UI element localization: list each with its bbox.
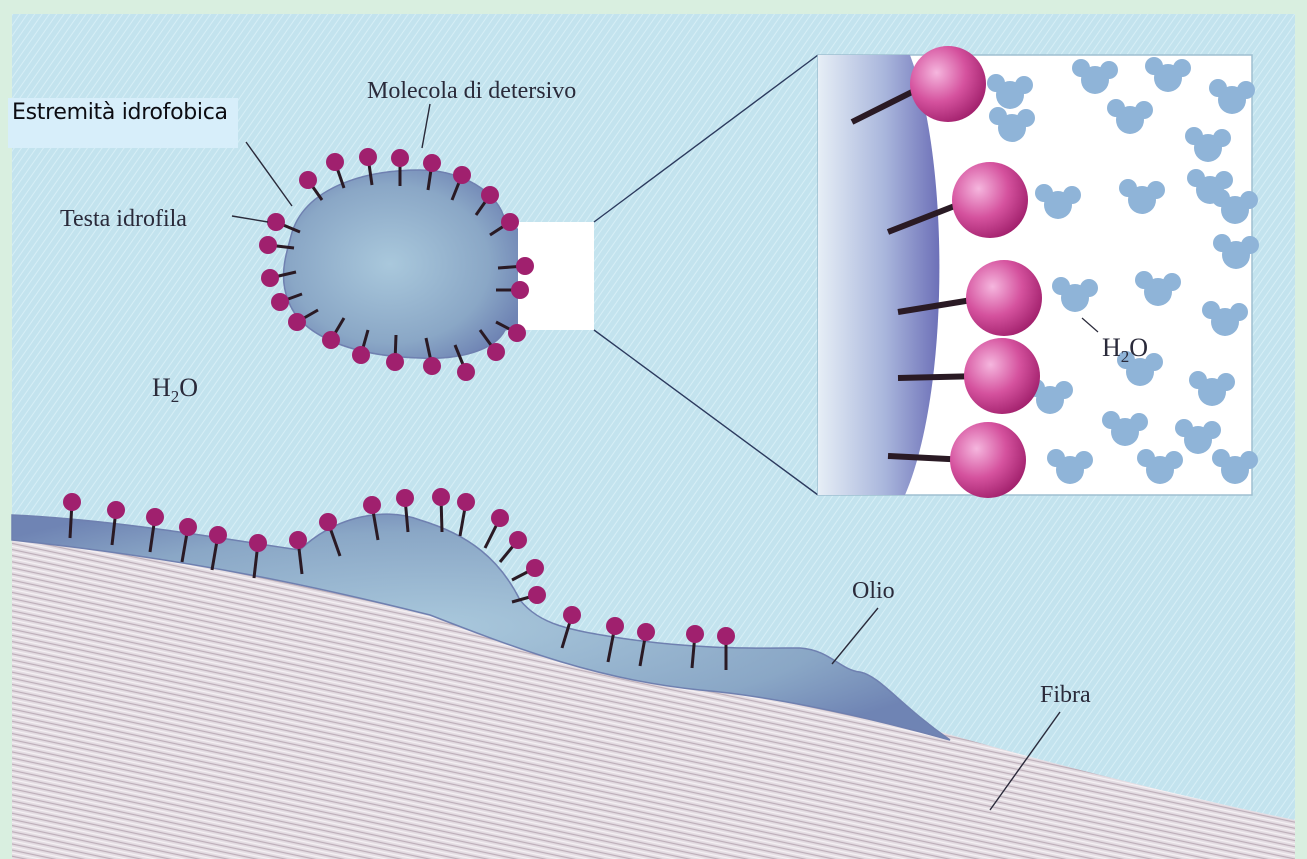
hydrophilic-head [511,281,529,299]
hydrophilic-head [249,534,267,552]
hydrophilic-head [501,213,519,231]
hydrophilic-head [964,338,1040,414]
hydrophilic-head [910,46,986,122]
hydrophilic-head [686,625,704,643]
hydrophilic-head [423,154,441,172]
hydrophilic-head [352,346,370,364]
hydrophilic-head [432,488,450,506]
hydrophilic-head [209,526,227,544]
hydrophilic-head [107,501,125,519]
hydrophilic-head [146,508,164,526]
hydrophilic-head [606,617,624,635]
hydrophilic-head [319,513,337,531]
hydrophilic-head [322,331,340,349]
label-hydrophilic-head: Testa idrofila [60,206,187,232]
hydrophilic-head [508,324,526,342]
inset-panel [818,46,1259,498]
hydrophilic-head [261,269,279,287]
hydrophilic-head [386,353,404,371]
hydrophilic-head [966,260,1042,336]
hydrophilic-head [423,357,441,375]
hydrophilic-head [271,293,289,311]
hydrophilic-head [359,148,377,166]
label-detergent-molecule: Molecola di detersivo [367,78,576,104]
hydrophilic-head [491,509,509,527]
hydrophilic-head [952,162,1028,238]
hydrophilic-head [396,489,414,507]
hydrophilic-head [453,166,471,184]
hydrophilic-head [637,623,655,641]
page-title: Estremità idrofobica [8,98,238,148]
hydrophilic-head [481,186,499,204]
label-fiber: Fibra [1040,682,1091,708]
hydrophilic-head [457,493,475,511]
hydrophilic-head [179,518,197,536]
hydrophilic-head [563,606,581,624]
hydrophilic-head [299,171,317,189]
hydrophilic-head [288,313,306,331]
hydrophilic-head [363,496,381,514]
hydrophilic-head [487,343,505,361]
hydrophilic-head [528,586,546,604]
hydrophilic-head [326,153,344,171]
hydrophilic-head [509,531,527,549]
zoom-region [518,222,594,330]
label-oil: Olio [852,578,895,604]
hydrophilic-head [516,257,534,275]
hydrophilic-head [63,493,81,511]
inset-oil [818,55,939,495]
hydrophilic-head [289,531,307,549]
hydrophilic-head [950,422,1026,498]
hydrophilic-head [391,149,409,167]
hydrophilic-head [717,627,735,645]
hydrophilic-head [259,236,277,254]
hydrophilic-head [526,559,544,577]
hydrophilic-head [457,363,475,381]
hydrophilic-head [267,213,285,231]
